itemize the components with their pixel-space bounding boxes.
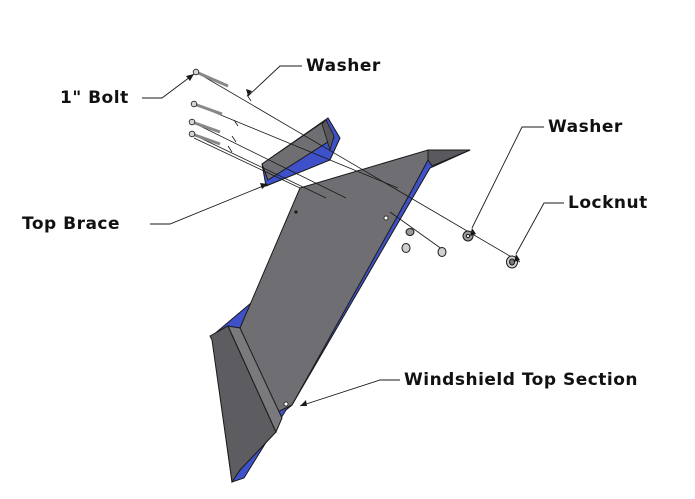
right-hardware xyxy=(401,228,518,269)
bolt-label: 1" Bolt xyxy=(60,88,129,108)
windshield-leader xyxy=(299,379,400,407)
leader-lines xyxy=(142,65,564,407)
bolt-leader xyxy=(142,73,195,99)
washer-right-leader xyxy=(471,126,544,229)
windshield-top-section-label: Windshield Top Section xyxy=(404,370,639,390)
top-brace-leader xyxy=(150,183,269,225)
locknut-label: Locknut xyxy=(568,193,648,213)
leader-arrowheads xyxy=(186,74,520,406)
locknut-leader xyxy=(515,202,564,255)
washer-top-label: Washer xyxy=(306,56,381,76)
bolts xyxy=(188,68,521,263)
windshield-top-section xyxy=(209,149,471,484)
top-brace-label: Top Brace xyxy=(22,214,121,234)
washer-top-leader xyxy=(247,65,302,97)
washer-right-label: Washer xyxy=(548,117,623,137)
